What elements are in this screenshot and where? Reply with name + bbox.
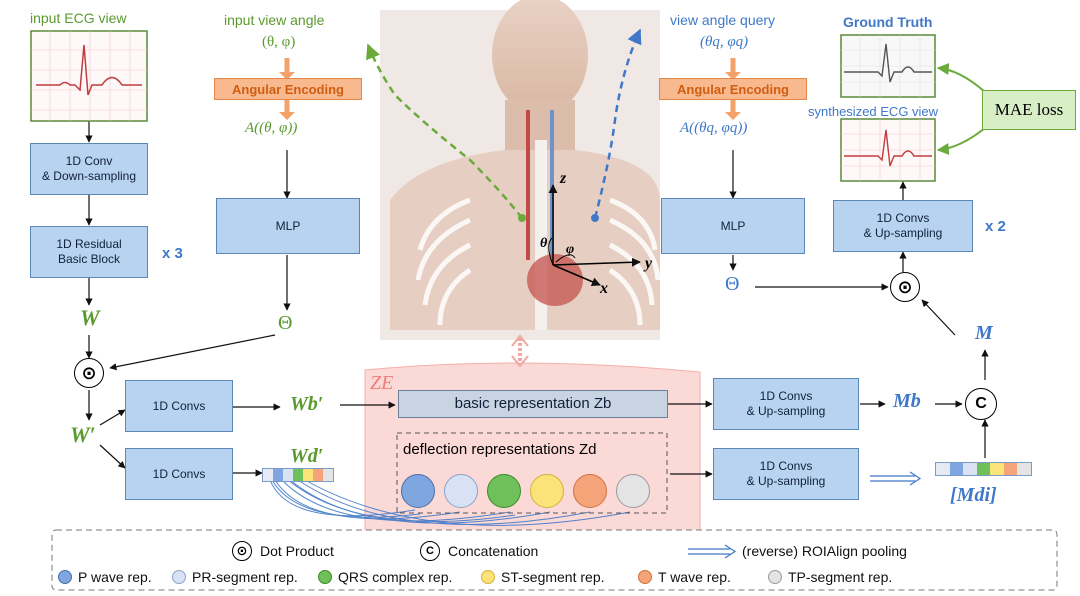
residual-block: 1D Residual Basic Block [30, 226, 148, 278]
dot-product-node-right: ⊙ [890, 272, 920, 302]
input-angle-vars: (θ, φ) [262, 34, 296, 50]
axis-z: z [560, 170, 567, 187]
legend-dot-icon: ⊙ [232, 541, 252, 561]
legend-swatch-3 [481, 570, 495, 584]
angular-encoding-block-right: Angular Encoding [659, 78, 807, 100]
ground-truth-label: Ground Truth [843, 14, 933, 30]
axis-theta: θ [540, 236, 548, 251]
deflection-circle-qrs [487, 474, 521, 508]
ribcage [415, 197, 661, 326]
view-angle-query-label: view angle query [670, 12, 776, 28]
legend-item-2: QRS complex rep. [318, 569, 452, 585]
theta-left: Θ [278, 312, 293, 334]
deflection-circle-tp [616, 474, 650, 508]
ze-label: ZE [370, 372, 394, 394]
legend-item-4: T wave rep. [638, 569, 731, 585]
legend-swatch-4 [638, 570, 652, 584]
deflection-circle-t [573, 474, 607, 508]
wb-prime-symbol: Wb′ [290, 393, 324, 415]
theta-right: Θ [725, 273, 740, 295]
green-view-line [366, 43, 523, 219]
mdi-feature-strip [935, 462, 1032, 476]
legend-concat-icon: C [420, 541, 440, 561]
final-upsampling-block: 1D Convs & Up-sampling [833, 200, 973, 252]
upsampling-block-deflection: 1D Convs & Up-sampling [713, 448, 859, 500]
a-query-label: A((θq, φq)) [680, 120, 748, 136]
legend-swatch-0 [58, 570, 72, 584]
deflection-arcs [269, 479, 631, 526]
roi-double-arrow [870, 471, 922, 486]
mae-loss-box: MAE loss [982, 90, 1076, 130]
input-ecg-thumbnail [30, 30, 148, 122]
concatenation-node: C [965, 388, 997, 420]
deflection-circle-pr [444, 474, 478, 508]
legend-label-4: T wave rep. [658, 569, 731, 585]
basic-representation-box: basic representation Zb [398, 390, 668, 418]
legend-roi-align: (reverse) ROIAlign pooling [742, 543, 907, 559]
w-symbol: W [80, 305, 100, 330]
legend-swatch-1 [172, 570, 186, 584]
legend-swatch-2 [318, 570, 332, 584]
conv-block-lower: 1D Convs [125, 448, 233, 500]
legend-swatch-5 [768, 570, 782, 584]
query-angle-vars: (θq, φq) [700, 34, 749, 50]
deflection-circle-p [401, 474, 435, 508]
heart [527, 254, 583, 306]
axis-y: y [645, 255, 653, 272]
ground-truth-ecg [840, 34, 936, 98]
blue-view-line [593, 28, 642, 219]
a-input-label: A((θ, φ)) [245, 120, 298, 136]
legend-label-3: ST-segment rep. [501, 569, 605, 585]
dot-product-node-left: ⊙ [74, 358, 104, 388]
mae-loss-label: MAE loss [994, 100, 1064, 119]
legend-label-5: TP-segment rep. [788, 569, 893, 585]
legend-label-0: P wave rep. [78, 569, 152, 585]
input-ecg-view-label: input ECG view [30, 10, 127, 26]
wd-feature-strip [262, 468, 334, 482]
upsampling-block-basic: 1D Convs & Up-sampling [713, 378, 859, 430]
deflection-box [396, 432, 668, 514]
axis-x: x [600, 280, 608, 297]
wd-prime-symbol: Wd′ [290, 445, 324, 467]
mlp-block-left: MLP [216, 198, 360, 254]
mb-symbol: Mb [893, 390, 921, 412]
conv-downsampling-block: 1D Conv & Down-sampling [30, 143, 148, 195]
legend-item-5: TP-segment rep. [768, 569, 892, 585]
input-view-angle-label: input view angle [224, 12, 325, 28]
synthesized-ecg [840, 118, 936, 182]
torso [390, 150, 660, 330]
synthesized-view-label: synthesized ECG view [808, 104, 939, 119]
axis-phi: φ [566, 242, 575, 257]
torso-illustration [380, 0, 661, 340]
deflection-circle-st [530, 474, 564, 508]
legend-box [51, 529, 1058, 591]
deflection-rep-label: deflection representations Zd [403, 441, 597, 458]
x2-label: x 2 [985, 218, 1006, 235]
angular-encoding-block-left: Angular Encoding [214, 78, 362, 100]
head [492, 0, 588, 115]
legend-dot-product: Dot Product [260, 543, 334, 559]
orange-arrows [284, 58, 736, 114]
conv-block-upper: 1D Convs [125, 380, 233, 432]
legend-label-1: PR-segment rep. [192, 569, 298, 585]
mdi-symbol: [Mdi] [950, 484, 997, 506]
legend-item-0: P wave rep. [58, 569, 152, 585]
legend-label-2: QRS complex rep. [338, 569, 453, 585]
axes [548, 184, 641, 286]
legend-item-3: ST-segment rep. [481, 569, 605, 585]
w-prime-symbol: W′ [70, 422, 96, 447]
legend-concatenation: Concatenation [448, 543, 539, 559]
x3-label: x 3 [162, 245, 183, 262]
m-symbol: M [975, 322, 993, 344]
mlp-block-right: MLP [661, 198, 805, 254]
legend-item-1: PR-segment rep. [172, 569, 298, 585]
